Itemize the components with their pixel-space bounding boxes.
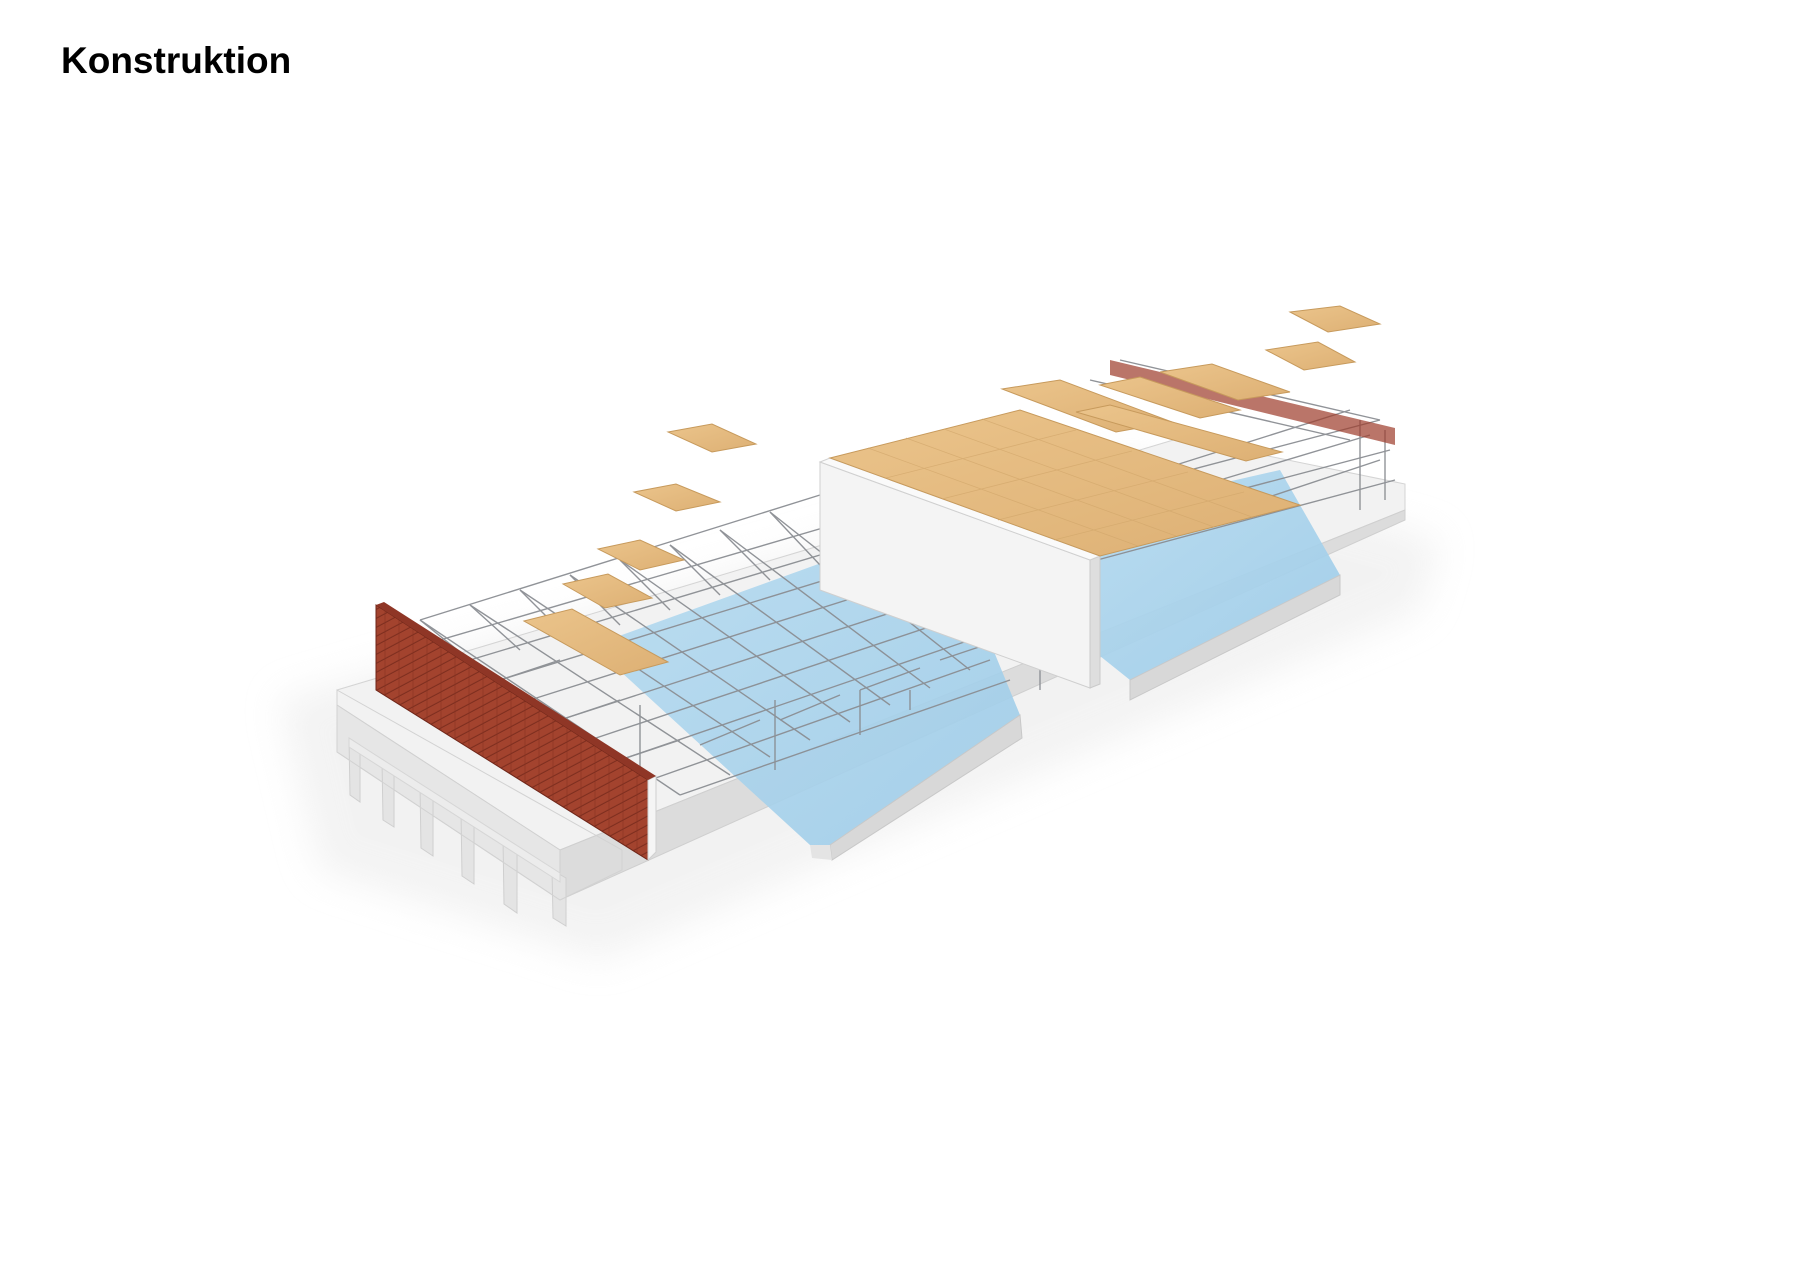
timber-panel <box>1288 305 1382 333</box>
central-wall <box>818 457 1102 689</box>
end-bay-structure <box>336 689 623 927</box>
timber-panel <box>561 573 654 609</box>
timber-panel <box>1098 376 1242 419</box>
timber-panel <box>1075 404 1284 462</box>
brick-wall-right <box>1110 360 1395 445</box>
timber-panels-exploded <box>522 305 1382 676</box>
timber-panel <box>666 423 758 453</box>
timber-panel <box>596 539 686 571</box>
page-title: Konstruktion <box>61 40 292 81</box>
timber-roof-deck <box>828 409 1302 557</box>
timber-panel <box>522 608 670 676</box>
timber-panel <box>632 483 722 512</box>
timber-panel <box>1264 341 1357 371</box>
brick-wall <box>375 602 657 862</box>
timber-panel <box>1159 363 1291 401</box>
